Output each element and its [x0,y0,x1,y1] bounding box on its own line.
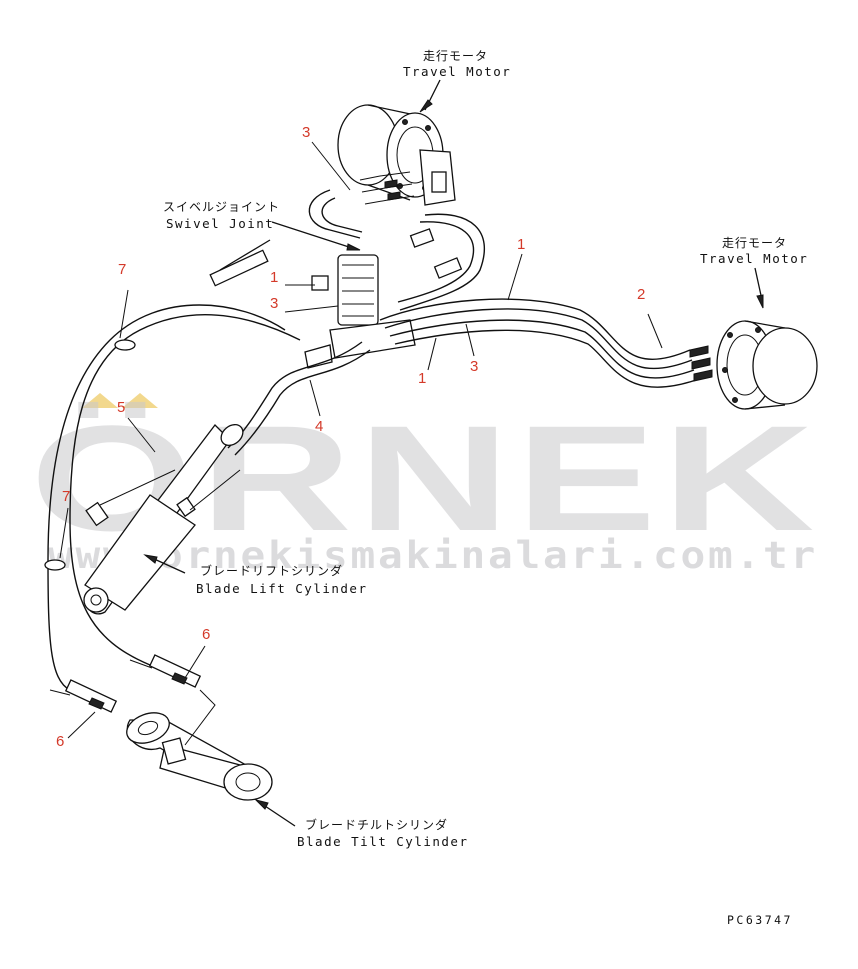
blade-lift-jp: ブレードリフトシリンダ [200,563,343,578]
drawing-code: PC63747 [727,913,793,927]
guide-line-7a [219,239,271,271]
swivel-joint [304,228,463,369]
watermark-accent-right [122,393,158,408]
callouts: 3 1 7 1 3 2 1 3 5 4 7 6 6 [56,124,663,750]
callout-6-right: 6 [202,626,210,643]
callout-6-left: 6 [56,733,64,750]
swivel-joint-en: Swivel Joint [166,216,274,231]
callout-7-upper: 7 [118,261,126,278]
blade-tilt-jp: ブレードチルトシリンダ [305,817,448,832]
swivel-joint-jp: スイベルジョイント [163,200,280,214]
travel-motor-right-en: Travel Motor [700,251,808,266]
callout-2-right: 2 [637,286,645,303]
hose-7 [69,314,301,666]
hose-4 [234,349,371,456]
hose-3-right [389,319,695,379]
callout-3-center: 3 [270,295,278,312]
callout-1-center: 1 [270,269,278,286]
callout-5: 5 [117,399,125,416]
clamp-7-upper [114,339,136,351]
hose-3-upper [308,189,361,239]
callout-3-right-lower: 3 [470,358,478,375]
callout-4: 4 [315,418,323,435]
watermark-accent-left [82,393,118,408]
clamp-7-lower [44,559,66,571]
travel-motor-top-en: Travel Motor [403,64,511,79]
callout-3-top: 3 [302,124,310,141]
callout-1-right-upper: 1 [517,236,525,253]
hose-1-right [379,298,691,361]
travel-motor-top-jp: 走行モータ [423,49,488,63]
blade-lift-en: Blade Lift Cylinder [196,581,368,596]
callout-7-lower: 7 [62,488,70,505]
leader-blade-tilt [261,803,296,827]
travel-motor-top [337,104,456,206]
blade-lift-cylinder [83,424,244,615]
leader-blade-lift [151,557,186,574]
travel-motor-right [689,320,818,410]
blade-tilt-cylinder [126,712,273,801]
travel-motor-right-jp: 走行モータ [722,236,787,250]
blade-tilt-en: Blade Tilt Cylinder [297,834,469,849]
fittings-6 [49,654,216,746]
leader-swivel-joint [271,221,353,249]
callout-1-right-lower: 1 [418,370,426,387]
leader-travel-motor-right [754,267,763,301]
